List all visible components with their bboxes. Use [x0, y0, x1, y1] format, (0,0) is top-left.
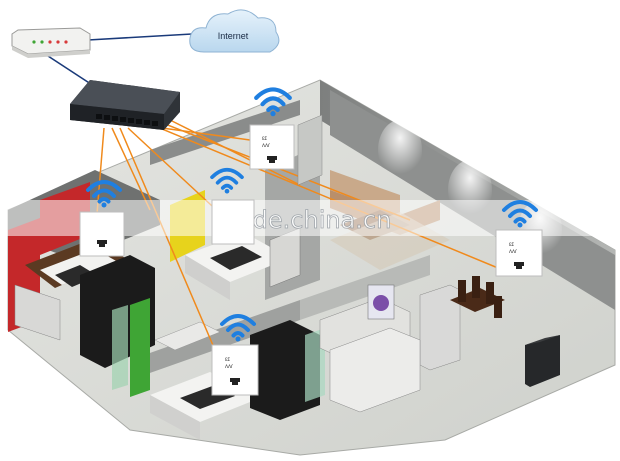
- cloud-icon: Internet: [189, 9, 280, 53]
- ap-line-1: ɛɪ: [509, 242, 514, 248]
- ethernet-cable: [169, 119, 301, 186]
- kitchen-divider: [300, 255, 430, 320]
- interior-wall: [150, 100, 300, 165]
- modem-icon: [11, 27, 91, 58]
- ap-line-1: ɛɪ: [262, 136, 267, 142]
- wall-ap-icon: [211, 199, 255, 245]
- bed-runner: [55, 265, 98, 287]
- modem-led: [48, 40, 52, 44]
- wardrobe: [250, 320, 320, 420]
- ethernet-port-icon: [514, 262, 524, 269]
- dining-chair: [472, 276, 480, 298]
- wall-cabinet: [297, 114, 323, 186]
- ethernet-port-icon: [267, 156, 277, 163]
- wall-ap-icon: [211, 344, 259, 396]
- cloud-label: Internet: [218, 31, 249, 41]
- ap-line-2: ʌʌɾ: [225, 364, 233, 370]
- ethernet-cable: [111, 127, 151, 211]
- tv-cabinet-top: [525, 335, 560, 345]
- wall-ap-left-bedroom: [79, 180, 125, 257]
- green-door: [130, 298, 150, 397]
- ethernet-port-icon: [230, 378, 240, 385]
- ethernet-port-icon: [96, 114, 158, 126]
- sideboard: [14, 284, 61, 341]
- modem-led: [40, 40, 44, 44]
- ethernet-port-icon: [97, 240, 107, 247]
- bathroom-counter: [154, 321, 221, 351]
- ethernet-cable: [149, 123, 499, 269]
- bed-runner: [210, 246, 262, 270]
- bed-frame: [150, 395, 200, 440]
- modem-led: [64, 40, 68, 44]
- dining-chair: [486, 282, 494, 304]
- wall-ap-icon: [79, 211, 125, 257]
- wall-ap-icon: [249, 124, 295, 170]
- fridge: [419, 284, 461, 371]
- wall-ap-icon: [495, 229, 543, 277]
- modem-led: [56, 40, 60, 44]
- dining-chair: [458, 280, 466, 302]
- ap-line-2: ʌʌɾ: [509, 249, 517, 255]
- wall-ap-middle-bedroom: [210, 167, 255, 245]
- ap-line-2: ʌʌɾ: [262, 143, 270, 149]
- wall-spotlight: [378, 120, 422, 180]
- glass-partition: [112, 305, 128, 390]
- dining-chair: [494, 296, 502, 318]
- kitchen-island: [329, 327, 421, 413]
- tv-cabinet: [525, 335, 560, 387]
- switch-icon: [70, 80, 180, 130]
- lower-wall: [130, 300, 300, 380]
- washing-machine-door: [373, 295, 389, 311]
- modem-led: [32, 40, 36, 44]
- ethernet-cable: [119, 127, 216, 351]
- modem-internet-cable: [87, 33, 193, 41]
- ap-line-1: ɛɪ: [225, 357, 230, 363]
- bed-frame: [185, 255, 230, 300]
